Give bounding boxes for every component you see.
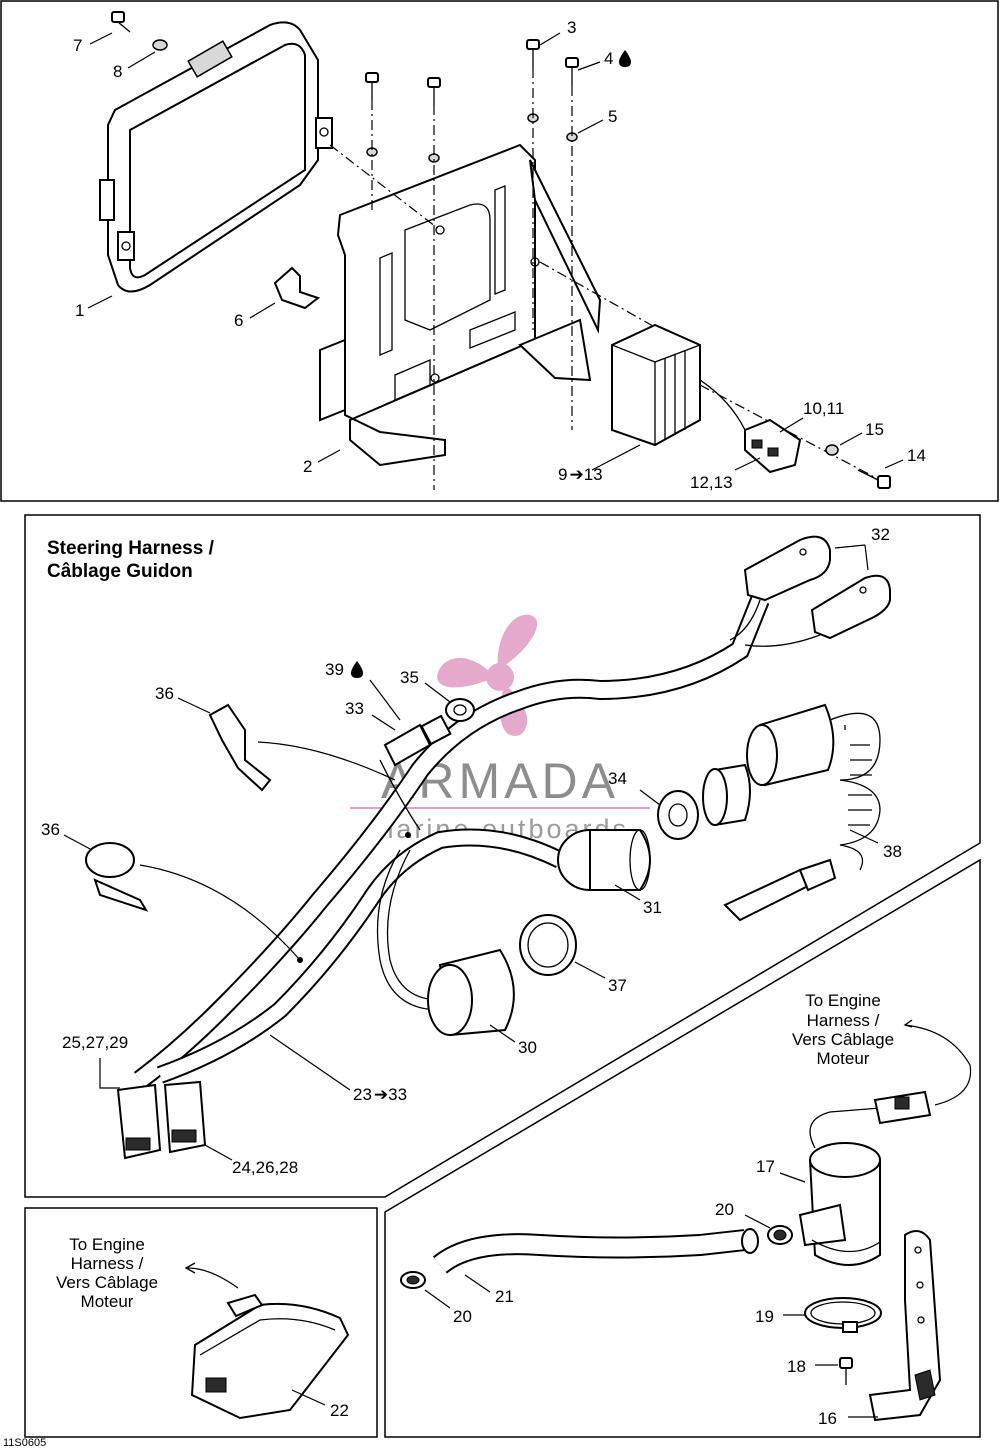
coiled-lanyard-38 <box>723 712 881 922</box>
voltage-regulator <box>611 323 746 447</box>
hose-clamps-20 <box>400 1225 793 1289</box>
steering-section-title-line2: Câblage Guidon <box>47 561 193 582</box>
connector-22 <box>190 1293 350 1420</box>
top-panel-frame <box>0 0 999 502</box>
mounting-plate <box>319 143 602 467</box>
callout-4: 4 <box>604 49 613 68</box>
key-cap-34-assembly <box>702 703 835 827</box>
callout-39: 39 <box>325 660 344 679</box>
callout-12-13: 12,13 <box>690 473 733 492</box>
callout-25-27-29: 25,27,29 <box>62 1033 128 1052</box>
callout-9-13-end: 13 <box>584 465 603 484</box>
callout-9-13-start: 9 <box>558 465 567 484</box>
pump-connector <box>873 1090 932 1125</box>
steering-panel-frame <box>24 514 981 1198</box>
callout-9-13: 9➔13 <box>558 465 603 484</box>
key-switch-31 <box>557 829 652 891</box>
document-code: 11S0605 <box>3 1437 46 1449</box>
right-arrow-icon: ➔ <box>374 1085 388 1104</box>
screw-7 <box>111 11 131 33</box>
tie-wrap-36b <box>85 842 149 912</box>
callout-33: 33 <box>345 699 364 718</box>
washer-35 <box>445 698 475 722</box>
washer-15 <box>825 444 839 456</box>
svg-text:To Engine: To Engine <box>805 991 881 1010</box>
callout-36b: 36 <box>41 820 60 839</box>
callout-7: 7 <box>73 36 82 55</box>
callout-37: 37 <box>608 976 627 995</box>
callout-38: 38 <box>883 842 902 861</box>
svg-text:Moteur: Moteur <box>81 1292 134 1311</box>
oil-drop-icon <box>351 661 363 678</box>
right-arrow-icon: ➔ <box>569 465 583 484</box>
svg-text:Vers Câblage: Vers Câblage <box>56 1273 158 1292</box>
callout-23-33: 23➔33 <box>353 1085 407 1104</box>
engine-note-connector: To Engine Harness / Vers Câblage Moteur <box>56 1235 158 1311</box>
gauge-wire <box>376 849 441 1011</box>
connector-panel-frame <box>24 1207 378 1438</box>
svg-text:Moteur: Moteur <box>817 1049 870 1068</box>
callout-21: 21 <box>495 1287 514 1306</box>
callout-19: 19 <box>755 1307 774 1326</box>
ecm-module <box>99 21 333 293</box>
callout-34: 34 <box>608 769 627 788</box>
screw-18 <box>839 1357 853 1385</box>
callout-36a: 36 <box>155 684 174 703</box>
callout-15: 15 <box>865 420 884 439</box>
callout-23-33-end: 33 <box>388 1085 407 1104</box>
callout-22: 22 <box>330 1401 349 1420</box>
callout-31: 31 <box>643 898 662 917</box>
callout-18: 18 <box>787 1357 806 1376</box>
strap-clamp-19 <box>804 1297 882 1333</box>
harness-connectors <box>116 1080 207 1160</box>
sensor-wire <box>379 759 421 831</box>
callout-23-33-start: 23 <box>353 1085 372 1104</box>
callout-10-11: 10,11 <box>803 399 844 418</box>
pump-panel-frame <box>384 858 981 1438</box>
pump-bracket-16 <box>868 1230 942 1422</box>
svg-text:Harness /: Harness / <box>807 1011 880 1030</box>
sensor-33 <box>383 714 452 767</box>
safety-lanyard-caps <box>729 535 891 647</box>
regulator-connector <box>744 418 802 474</box>
callout-16: 16 <box>818 1409 837 1428</box>
bilge-pump-17 <box>798 1107 881 1266</box>
washer-34 <box>657 790 699 840</box>
gauge-30 <box>427 948 515 1037</box>
callout-32: 32 <box>871 525 890 544</box>
callout-2: 2 <box>303 457 312 476</box>
engine-note-pump: To Engine Harness / Vers Câblage Moteur <box>792 991 894 1068</box>
tie-wrap-36a <box>208 703 272 792</box>
callout-35: 35 <box>400 668 419 687</box>
washer-8 <box>152 39 168 51</box>
callout-labels: 1 2 3 4 5 6 7 8 9➔13 10,11 12,13 14 15 1… <box>41 18 926 1428</box>
callout-20b: 20 <box>715 1200 734 1219</box>
callout-14: 14 <box>907 446 926 465</box>
callout-3: 3 <box>567 18 576 37</box>
hose-21 <box>432 1228 759 1274</box>
svg-text:Harness /: Harness / <box>71 1254 144 1273</box>
callout-6: 6 <box>234 311 243 330</box>
ring-nut-37 <box>519 914 577 976</box>
steering-section-title-line1: Steering Harness / <box>47 538 215 559</box>
callout-24-26-28: 24,26,28 <box>232 1158 298 1177</box>
callout-30: 30 <box>518 1038 537 1057</box>
oil-drop-icon <box>619 50 631 67</box>
leader-lines <box>63 32 904 1418</box>
callout-5: 5 <box>608 107 617 126</box>
callout-8: 8 <box>113 62 122 81</box>
bolt-14 <box>857 469 891 489</box>
svg-text:Vers Câblage: Vers Câblage <box>792 1030 894 1049</box>
screw-set-top <box>365 39 579 163</box>
clip-6 <box>273 266 321 310</box>
svg-text:To Engine: To Engine <box>69 1235 145 1254</box>
callout-20a: 20 <box>453 1307 472 1326</box>
callout-1: 1 <box>75 301 84 320</box>
callout-17: 17 <box>756 1157 775 1176</box>
